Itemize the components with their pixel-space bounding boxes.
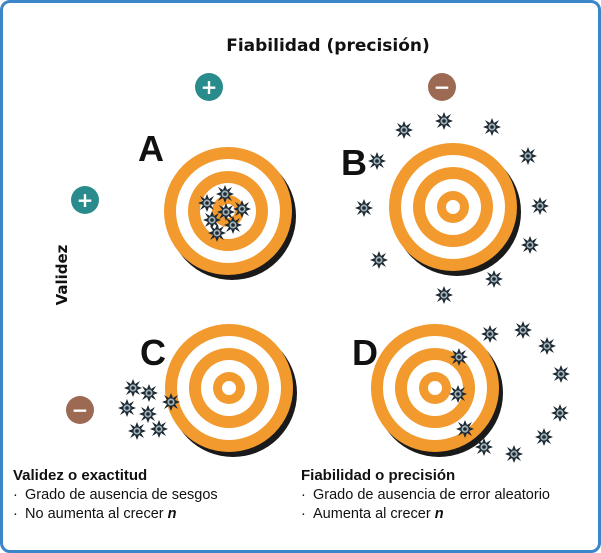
- bullet-hole-icon: [514, 321, 532, 339]
- bullet-hole-icon: [450, 348, 468, 366]
- reliability-validity-diagram: Fiabilidad (precisión) Validez + − + − A…: [53, 36, 570, 463]
- diagram-title: Fiabilidad (precisión): [226, 36, 430, 56]
- bullet-hole-icon: [203, 211, 221, 229]
- legend-reliability-item-2: ·Aumenta al crecer n: [301, 506, 444, 522]
- legend-reliability-item-1: ·Grado de ausencia de error aleatorio: [301, 487, 550, 503]
- bullet-hole-icon: [483, 118, 501, 136]
- svg-text:+: +: [77, 188, 94, 212]
- bullet-hole-icon: [551, 404, 569, 422]
- legend-reliability: Fiabilidad o precisión ·Grado de ausenci…: [301, 467, 550, 522]
- bullet-hole-icon: [519, 147, 537, 165]
- bullet-hole-icon: [233, 200, 251, 218]
- bullet-hole-icon: [139, 405, 157, 423]
- bullet-hole-icon: [531, 197, 549, 215]
- bullet-hole-icon: [162, 393, 180, 411]
- bullet-hole-icon: [224, 216, 242, 234]
- bullet-hole-icon: [124, 379, 142, 397]
- legend-validity-heading: Validez o exactitud: [13, 467, 148, 484]
- bullet-hole-icon: [456, 420, 474, 438]
- bullet-hole-icon: [140, 384, 158, 402]
- legend-reliability-heading: Fiabilidad o precisión: [301, 467, 456, 484]
- bullet-hole-icon: [208, 224, 226, 242]
- quadrant-label-a: A: [138, 128, 164, 169]
- bullet-hole-icon: [435, 112, 453, 130]
- bullet-hole-icon: [368, 152, 386, 170]
- bullet-hole-icon: [505, 445, 523, 463]
- target-b: [389, 143, 521, 276]
- reliability-plus-sign: +: [195, 73, 223, 101]
- bullet-hole-icon: [128, 422, 146, 440]
- bullet-hole-icon: [481, 325, 499, 343]
- target-d: [371, 324, 503, 457]
- svg-text:−: −: [434, 75, 451, 99]
- bullet-hole-icon: [118, 399, 136, 417]
- bullet-hole-icon: [395, 121, 413, 139]
- quadrant-label-b: B: [341, 142, 367, 183]
- bullet-hole-icon: [435, 286, 453, 304]
- bullet-hole-icon: [485, 270, 503, 288]
- bullet-hole-icon: [538, 337, 556, 355]
- legend-validity-item-2: ·No aumenta al crecer n: [13, 506, 177, 522]
- target-c: [165, 324, 297, 457]
- reliability-minus-sign: −: [428, 73, 456, 101]
- quadrant-label-d: D: [352, 332, 378, 373]
- bullet-hole-icon: [521, 236, 539, 254]
- legend-validity: Validez o exactitud ·Grado de ausencia d…: [13, 467, 218, 522]
- svg-text:+: +: [201, 75, 218, 99]
- validity-minus-sign: −: [66, 396, 94, 424]
- bullet-hole-icon: [449, 385, 467, 403]
- targets-layer: [164, 143, 521, 457]
- y-axis-label: Validez: [53, 244, 71, 305]
- bullet-hole-icon: [475, 438, 493, 456]
- quadrant-label-c: C: [140, 332, 166, 373]
- legend-validity-item-1: ·Grado de ausencia de sesgos: [13, 487, 218, 503]
- bullet-hole-icon: [216, 185, 234, 203]
- bullet-hole-icon: [150, 420, 168, 438]
- svg-text:−: −: [72, 398, 89, 422]
- bullet-hole-icon: [355, 199, 373, 217]
- bullet-hole-icon: [370, 251, 388, 269]
- validity-plus-sign: +: [71, 186, 99, 214]
- bullet-hole-icon: [535, 428, 553, 446]
- bullet-hole-icon: [198, 194, 216, 212]
- bullet-hole-icon: [552, 365, 570, 383]
